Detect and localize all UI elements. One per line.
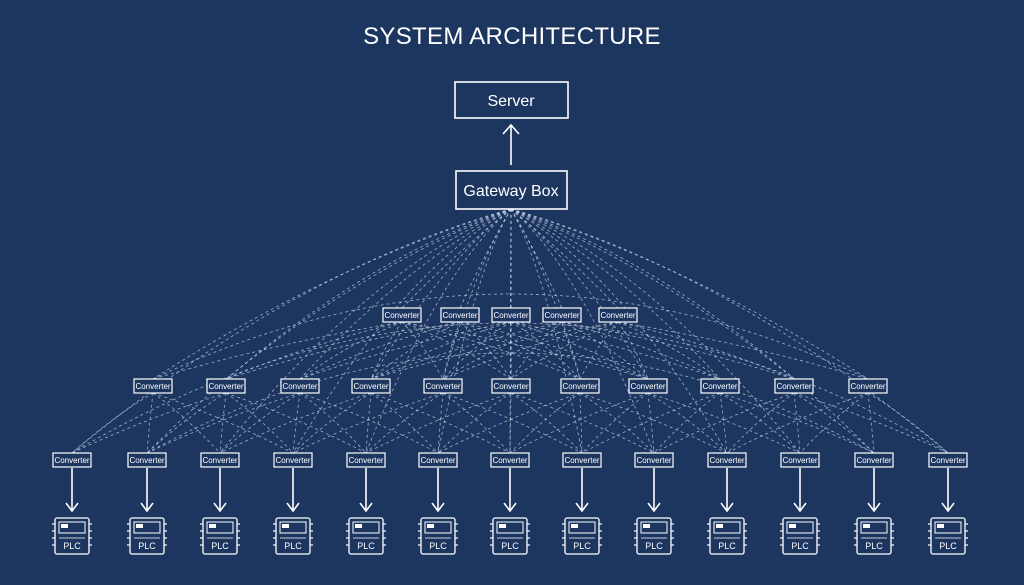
converter-upper: Converter <box>598 307 638 323</box>
converter-label: Converter <box>776 382 811 391</box>
converter-lower: Converter <box>707 452 747 468</box>
plc-label: PLC <box>211 541 229 551</box>
converter-lower: Converter <box>928 452 968 468</box>
converter-label: Converter <box>54 456 89 465</box>
converter-label: Converter <box>420 456 455 465</box>
plc-unit: PLC <box>490 517 530 555</box>
plc-label: PLC <box>791 541 809 551</box>
converter-label: Converter <box>709 456 744 465</box>
plc-label: PLC <box>865 541 883 551</box>
arrows <box>65 123 955 513</box>
plc-label: PLC <box>138 541 156 551</box>
converter-lower: Converter <box>634 452 674 468</box>
plc-label: PLC <box>939 541 957 551</box>
converter-label: Converter <box>353 382 388 391</box>
converter-middle: Converter <box>848 378 888 394</box>
converter-label: Converter <box>129 456 164 465</box>
plc-label: PLC <box>284 541 302 551</box>
converter-lower: Converter <box>273 452 313 468</box>
server-label: Server <box>487 93 535 110</box>
converter-middle: Converter <box>774 378 814 394</box>
converter-label: Converter <box>208 382 243 391</box>
converter-lower: Converter <box>854 452 894 468</box>
plc-label: PLC <box>718 541 736 551</box>
converter-label: Converter <box>782 456 817 465</box>
converter-lower: Converter <box>127 452 167 468</box>
converter-lower: Converter <box>52 452 92 468</box>
converter-label: Converter <box>425 382 460 391</box>
converter-label: Converter <box>282 382 317 391</box>
converter-label: Converter <box>135 382 170 391</box>
dashed-links <box>71 208 949 454</box>
plc-label: PLC <box>645 541 663 551</box>
converter-label: Converter <box>702 382 737 391</box>
plc-label: PLC <box>429 541 447 551</box>
converter-label: Converter <box>275 456 310 465</box>
converter-upper: Converter <box>382 307 422 323</box>
converter-label: Converter <box>630 382 665 391</box>
converter-label: Converter <box>856 456 891 465</box>
converter-middle: Converter <box>351 378 391 394</box>
plc-label: PLC <box>63 541 81 551</box>
converter-label: Converter <box>493 311 528 320</box>
converter-lower: Converter <box>562 452 602 468</box>
converter-middle: Converter <box>700 378 740 394</box>
converter-middle: Converter <box>206 378 246 394</box>
converter-upper: Converter <box>542 307 582 323</box>
diagram-title: SYSTEM ARCHITECTURE <box>363 23 661 50</box>
converter-label: Converter <box>850 382 885 391</box>
plc-unit: PLC <box>52 517 92 555</box>
converter-lower: Converter <box>200 452 240 468</box>
plc-label: PLC <box>573 541 591 551</box>
server-node: Server <box>454 81 569 119</box>
plc-unit: PLC <box>127 517 167 555</box>
converter-label: Converter <box>930 456 965 465</box>
converter-label: Converter <box>564 456 599 465</box>
converter-middle: Converter <box>560 378 600 394</box>
converter-lower: Converter <box>418 452 458 468</box>
converter-label: Converter <box>492 456 527 465</box>
converter-label: Converter <box>202 456 237 465</box>
plc-unit: PLC <box>346 517 386 555</box>
gateway-node: Gateway Box <box>455 170 568 210</box>
plc-unit: PLC <box>273 517 313 555</box>
converter-middle: Converter <box>133 378 173 394</box>
converter-label: Converter <box>348 456 383 465</box>
plc-unit: PLC <box>418 517 458 555</box>
converter-middle: Converter <box>491 378 531 394</box>
converter-label: Converter <box>636 456 671 465</box>
plc-unit: PLC <box>707 517 747 555</box>
plc-unit: PLC <box>854 517 894 555</box>
converter-lower: Converter <box>780 452 820 468</box>
converter-middle: Converter <box>280 378 320 394</box>
converter-label: Converter <box>600 311 635 320</box>
plc-unit: PLC <box>634 517 674 555</box>
gateway-label: Gateway Box <box>463 183 558 200</box>
converter-label: Converter <box>544 311 579 320</box>
plc-label: PLC <box>501 541 519 551</box>
plc-label: PLC <box>357 541 375 551</box>
plc-unit: PLC <box>562 517 602 555</box>
converter-middle: Converter <box>423 378 463 394</box>
converter-middle: Converter <box>628 378 668 394</box>
converter-label: Converter <box>442 311 477 320</box>
converter-label: Converter <box>384 311 419 320</box>
converter-upper: Converter <box>440 307 480 323</box>
converter-lower: Converter <box>346 452 386 468</box>
plc-unit: PLC <box>200 517 240 555</box>
plc-unit: PLC <box>780 517 820 555</box>
converter-lower: Converter <box>490 452 530 468</box>
converter-label: Converter <box>493 382 528 391</box>
converter-upper: Converter <box>491 307 531 323</box>
converter-label: Converter <box>562 382 597 391</box>
plc-unit: PLC <box>928 517 968 555</box>
